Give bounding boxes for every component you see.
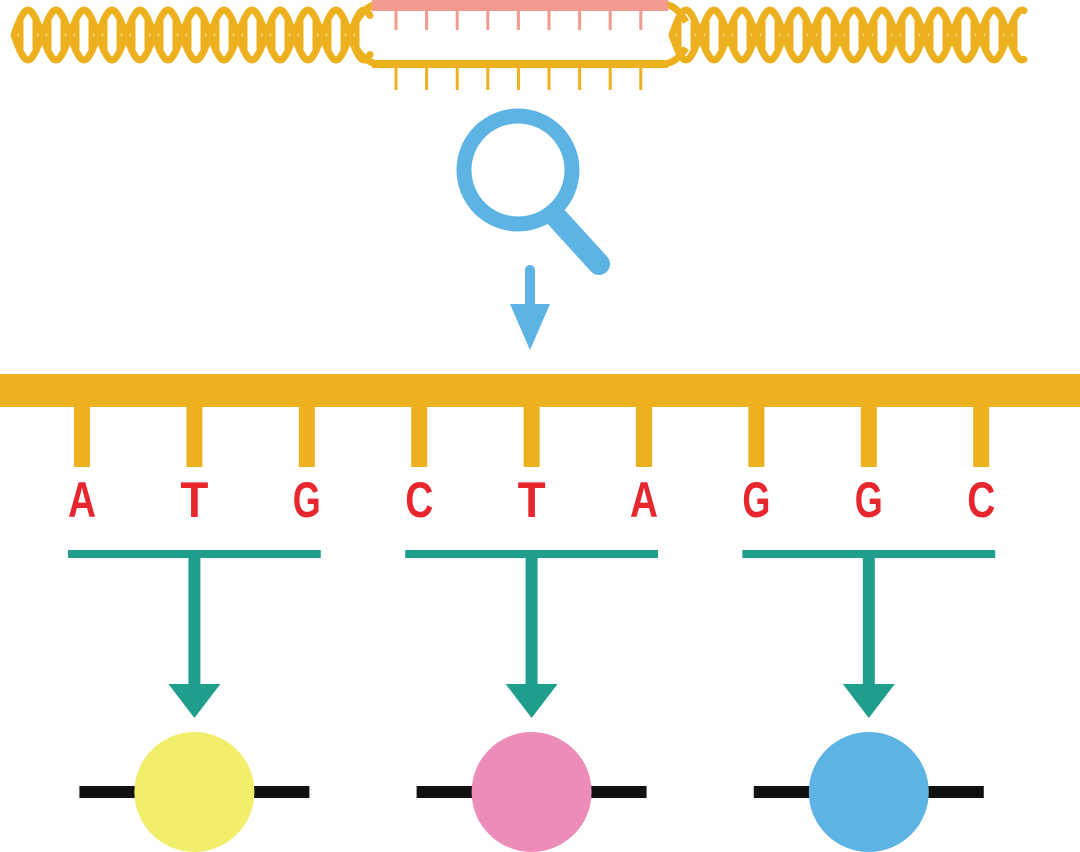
codon-arrow-head (505, 684, 558, 718)
mrna-strand (0, 374, 1080, 467)
highlighted-gene-segment (352, 0, 690, 90)
base-stub (748, 405, 765, 467)
base-stub (411, 405, 428, 467)
base-stub (523, 405, 540, 467)
base-letter-G: G (293, 472, 321, 528)
helix-backbone (668, 6, 1028, 64)
codon-group (742, 550, 996, 852)
base-letter-T: T (180, 472, 208, 528)
amino-acid-circle (134, 732, 255, 852)
base-stub (860, 405, 877, 467)
base-stub (298, 405, 315, 467)
codon-groups (68, 550, 996, 852)
codon-group (68, 550, 321, 852)
arrow-down-icon (510, 265, 550, 350)
magnifying-glass-icon (456, 108, 610, 275)
codon-arrow-head (842, 684, 895, 718)
amino-acid-circle (808, 732, 929, 852)
base-letter-T: T (518, 472, 546, 528)
helix-backbone (10, 6, 374, 64)
base-letter-A: A (68, 472, 96, 528)
base-letter-G: G (742, 472, 770, 528)
arrow-head (510, 304, 550, 350)
codon-group (405, 550, 658, 852)
base-letter-G: G (855, 472, 883, 528)
helix-backbone (10, 6, 374, 64)
codon-arrow-head (168, 684, 221, 718)
base-letter-C: C (967, 472, 995, 528)
magnifier-lens (456, 108, 580, 232)
dna-double-helix-icon (10, 6, 1028, 64)
base-stub (636, 405, 652, 467)
strand-backbone (0, 374, 1080, 407)
amino-acid-circle (471, 732, 592, 852)
base-stub (973, 405, 990, 467)
helix-backbone (668, 6, 1028, 64)
base-letter-C: C (405, 472, 433, 528)
base-letter-A: A (630, 472, 658, 528)
base-stub (74, 405, 90, 467)
base-stub (186, 405, 203, 467)
